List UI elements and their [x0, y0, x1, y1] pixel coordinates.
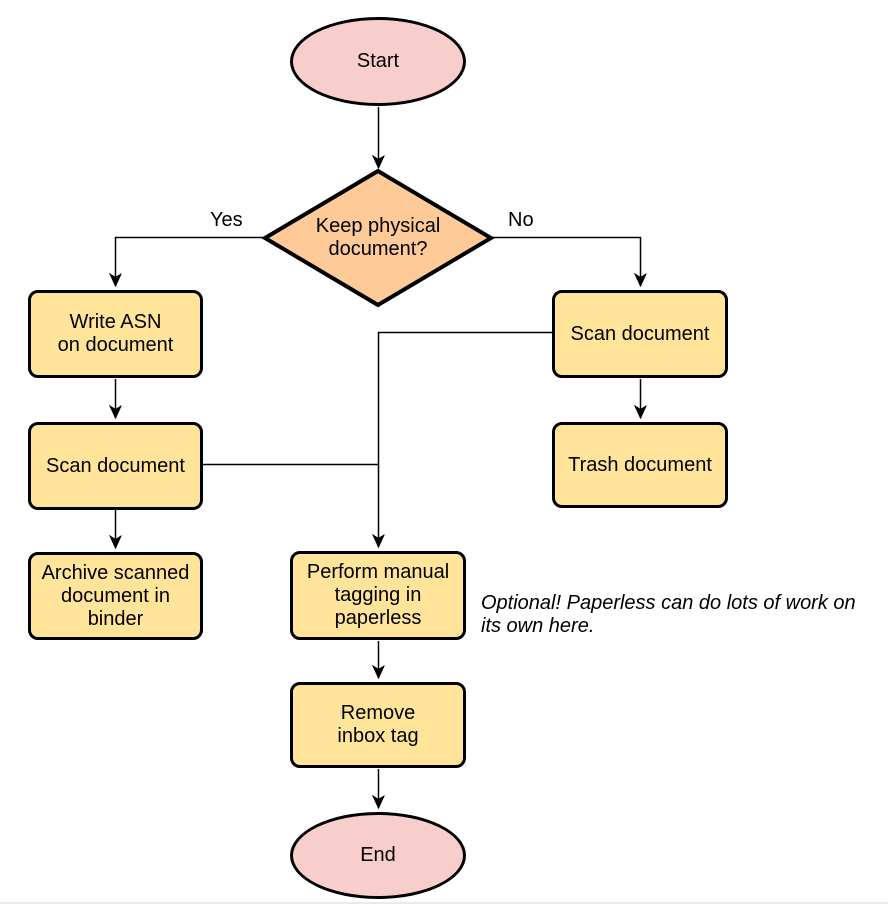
node-write-asn: Write ASN on document [28, 290, 203, 378]
node-trash-document: Trash document [552, 422, 728, 508]
node-end: End [290, 812, 466, 899]
page-bottom-divider [0, 902, 888, 904]
edge-label-no: No [508, 209, 534, 231]
node-scan-document-right-label: Scan document [570, 322, 710, 345]
edge-label-yes: Yes [210, 209, 243, 231]
decision-diamond-shape [261, 168, 495, 308]
node-scan-document-right: Scan document [552, 290, 728, 378]
node-write-asn-label: Write ASN on document [57, 311, 174, 356]
node-manual-tagging-label: Perform manual tagging in paperless [306, 561, 450, 629]
node-start: Start [290, 17, 466, 106]
node-scan-document-left: Scan document [28, 422, 203, 510]
node-manual-tagging: Perform manual tagging in paperless [290, 551, 466, 640]
node-scan-document-left-label: Scan document [46, 454, 185, 477]
optional-annotation: Optional! Paperless can do lots of work … [481, 592, 856, 637]
node-end-label: End [360, 844, 396, 866]
node-decision-label: Keep physical document? [315, 215, 441, 260]
connector-scan-right-to-tagging [379, 331, 552, 548]
connector-decision-yes-to-write-asn [116, 236, 265, 287]
node-archive-binder: Archive scanned document in binder [28, 552, 203, 640]
node-archive-binder-label: Archive scanned document in binder [41, 561, 190, 630]
node-remove-inbox-tag: Remove inbox tag [290, 682, 466, 768]
node-remove-inbox-tag-label: Remove inbox tag [337, 702, 419, 747]
node-trash-document-label: Trash document [568, 453, 712, 476]
node-decision: Keep physical document? [276, 214, 480, 262]
node-start-label: Start [356, 50, 400, 72]
connector-decision-no-to-scan-right [491, 236, 641, 287]
